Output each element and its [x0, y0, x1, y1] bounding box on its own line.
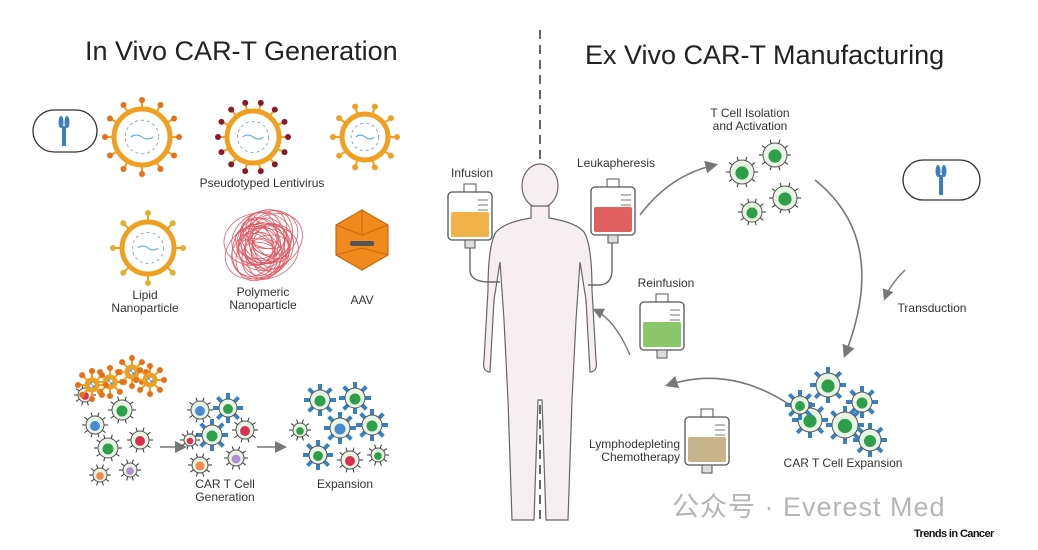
car-t-cell — [845, 385, 878, 419]
expanded-cell — [355, 408, 388, 442]
in-vivo-expansion-label: Expansion — [316, 477, 374, 491]
lentivirus-targeted — [330, 103, 400, 171]
cell-generation — [180, 430, 200, 450]
polymeric-nanoparticle — [223, 209, 303, 282]
lipid-nanoparticle — [110, 210, 186, 286]
immune-cell — [108, 396, 136, 424]
immune-cell — [94, 434, 122, 462]
cycle-arrow-isolation — [639, 160, 719, 216]
lymphodepleting-label-line1: Lymphodepleting — [589, 437, 680, 451]
cell-generation — [195, 418, 228, 452]
immune-cell — [119, 459, 141, 481]
isolation-label-line2: and Activation — [712, 119, 788, 133]
expanded-cell — [303, 383, 336, 417]
expanded-cell — [323, 411, 356, 445]
cell-generation — [212, 392, 243, 424]
lymphodepleting-label-line2: Chemotherapy — [601, 450, 680, 464]
infusion-tube — [469, 245, 500, 283]
human-silhouette — [483, 163, 597, 521]
immune-cell — [89, 464, 111, 486]
leukapheresis-label: Leukapheresis — [576, 156, 656, 170]
aav-label: AAV — [350, 293, 374, 307]
polymeric-label-line1: Polymeric — [236, 285, 290, 299]
isolated-t-cell — [738, 198, 766, 226]
infusion-bag — [447, 183, 493, 249]
lymphodepleting-bag — [684, 408, 730, 474]
transduction-label: Transduction — [897, 301, 967, 315]
isolated-t-cell — [726, 156, 758, 188]
cell-generation — [188, 453, 212, 477]
source-credit: Trends in Cancer — [914, 528, 994, 540]
infusion-label: Infusion — [450, 166, 494, 180]
leukapheresis-bag — [590, 178, 636, 244]
lentivirus-pseudotyped — [215, 99, 291, 175]
transduction-arrow — [882, 269, 906, 301]
lentivirus-vsvg — [102, 97, 182, 177]
cell-generation — [232, 417, 258, 443]
car-construct-capsule-right — [902, 159, 981, 201]
watermark: 公众号 · Everest Med — [672, 492, 946, 522]
expanded-cell — [337, 447, 363, 473]
car-t-cell — [809, 366, 846, 404]
cell-generation — [224, 446, 248, 470]
immune-cell — [127, 427, 153, 453]
lipid-label-line2: Nanoparticle — [111, 301, 179, 315]
expanded-cell — [289, 419, 311, 441]
reinfusion-arrow — [592, 308, 631, 356]
isolation-label-line1: T Cell Isolation — [710, 106, 790, 120]
expanded-cell — [302, 439, 333, 471]
isolated-t-cell — [769, 182, 801, 214]
immune-cell — [82, 412, 108, 438]
cell-generation — [187, 397, 213, 423]
cycle-arrow-transduction — [814, 179, 863, 358]
generation-label-line1: CAR T Cell — [195, 477, 255, 491]
aav-capsid — [335, 209, 389, 271]
reinfusion-label: Reinfusion — [637, 276, 695, 290]
isolated-t-cell — [759, 139, 791, 171]
car-t-cell — [825, 405, 864, 445]
in-vivo-title: In Vivo CAR-T Generation — [85, 36, 398, 66]
car-t-expansion-label: CAR T Cell Expansion — [783, 456, 903, 470]
lipid-label-line1: Lipid — [132, 288, 158, 302]
cycle-arrow-return — [664, 375, 791, 406]
expanded-cell — [367, 444, 389, 466]
generation-label-line2: Generation — [195, 490, 255, 504]
lentivirus-particle — [133, 363, 167, 397]
car-construct-capsule-left — [32, 109, 98, 153]
polymeric-label-line2: Nanoparticle — [229, 298, 297, 312]
lentivirus-label: Pseudotyped Lentivirus — [199, 176, 325, 190]
car-t-cell — [852, 422, 887, 458]
reinfusion-bag — [639, 293, 685, 359]
lentivirus-particle — [75, 368, 109, 402]
car-t-cell — [784, 389, 815, 421]
leukapheresis-tube — [588, 240, 613, 286]
expanded-cell — [338, 381, 371, 415]
ex-vivo-title: Ex Vivo CAR-T Manufacturing — [585, 40, 945, 70]
